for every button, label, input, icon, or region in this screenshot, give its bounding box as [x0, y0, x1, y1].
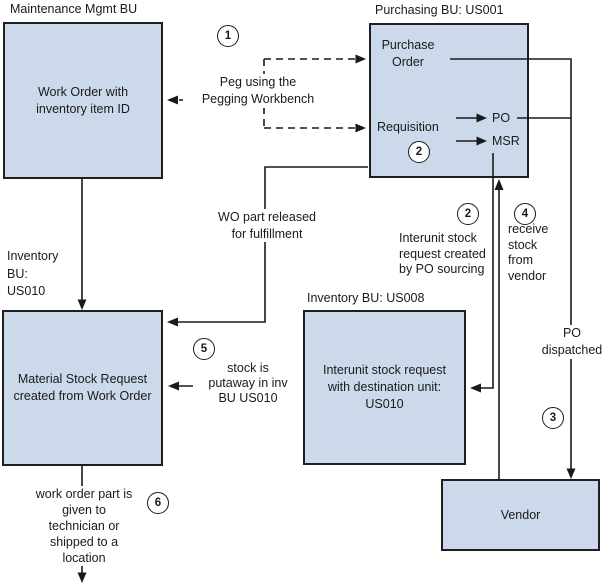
work-order-text-line1: Work Order with	[37, 84, 129, 99]
msr-text-line2: created from Work Order	[13, 389, 152, 403]
step-circle-2-requisition: 2	[408, 141, 430, 163]
step-circle-6: 6	[147, 492, 169, 514]
work-order-node: Work Order with inventory item ID	[3, 22, 163, 179]
peg-annotation: Peg using the Pegging Workbench	[183, 74, 333, 108]
connector-vendor-to-purchasing	[494, 179, 504, 479]
inventory-bu-us008-label: Inventory BU: US008	[307, 291, 425, 305]
interunit-text-line3: US010	[365, 397, 404, 411]
step-circle-1: 1	[217, 25, 239, 47]
connector-workorder-to-material	[77, 179, 87, 310]
step-circle-4: 4	[514, 203, 536, 225]
step-circle-2-interunit: 2	[457, 203, 479, 225]
work-order-text-line2: inventory item ID	[36, 101, 130, 116]
connector-msr-to-us008	[470, 153, 494, 393]
po-label: PO	[492, 111, 511, 125]
step-circle-5: 5	[193, 338, 215, 360]
receive-stock-annotation: receive stock from vendor	[508, 222, 549, 283]
msr-label: MSR	[492, 134, 520, 148]
putaway-annotation: stock is putaway in inv BU US010	[193, 361, 303, 406]
interunit-stock-request-node: Interunit stock request with destination…	[303, 310, 466, 465]
connector-wo-released	[167, 166, 368, 327]
msr-arrow	[456, 136, 487, 146]
wo-released-annotation: WO part released for fulfillment	[195, 209, 339, 242]
vendor-text: Vendor	[500, 507, 541, 522]
interunit-text-line2: with destination unit:	[327, 380, 442, 394]
msr-text-line1: Material Stock Request	[17, 372, 148, 386]
peg-connector-to-requisition	[264, 123, 366, 133]
interunit-created-annotation: Interunit stock request created by PO so…	[399, 231, 486, 276]
inventory-bu-us010-label: Inventory BU: US010	[7, 249, 59, 298]
work-order-part-annotation: work order part is given to technician o…	[21, 486, 147, 566]
step-circle-3: 3	[542, 407, 564, 429]
requisition-label: Requisition	[377, 120, 439, 134]
vendor-node: Vendor	[441, 479, 600, 551]
po-dispatched-annotation: PO dispatched	[531, 325, 604, 359]
purchasing-bu-label: Purchasing BU: US001	[375, 3, 504, 17]
po-arrow	[456, 113, 487, 123]
material-stock-request-node: Material Stock Request created from Work…	[2, 310, 163, 466]
maintenance-bu-label: Maintenance Mgmt BU	[10, 2, 138, 16]
purchasing-node	[369, 23, 529, 178]
peg-connector-to-purchase-order	[264, 54, 366, 64]
interunit-text-line1: Interunit stock request	[323, 363, 446, 377]
purchase-order-label: Purchase Order	[381, 38, 435, 69]
